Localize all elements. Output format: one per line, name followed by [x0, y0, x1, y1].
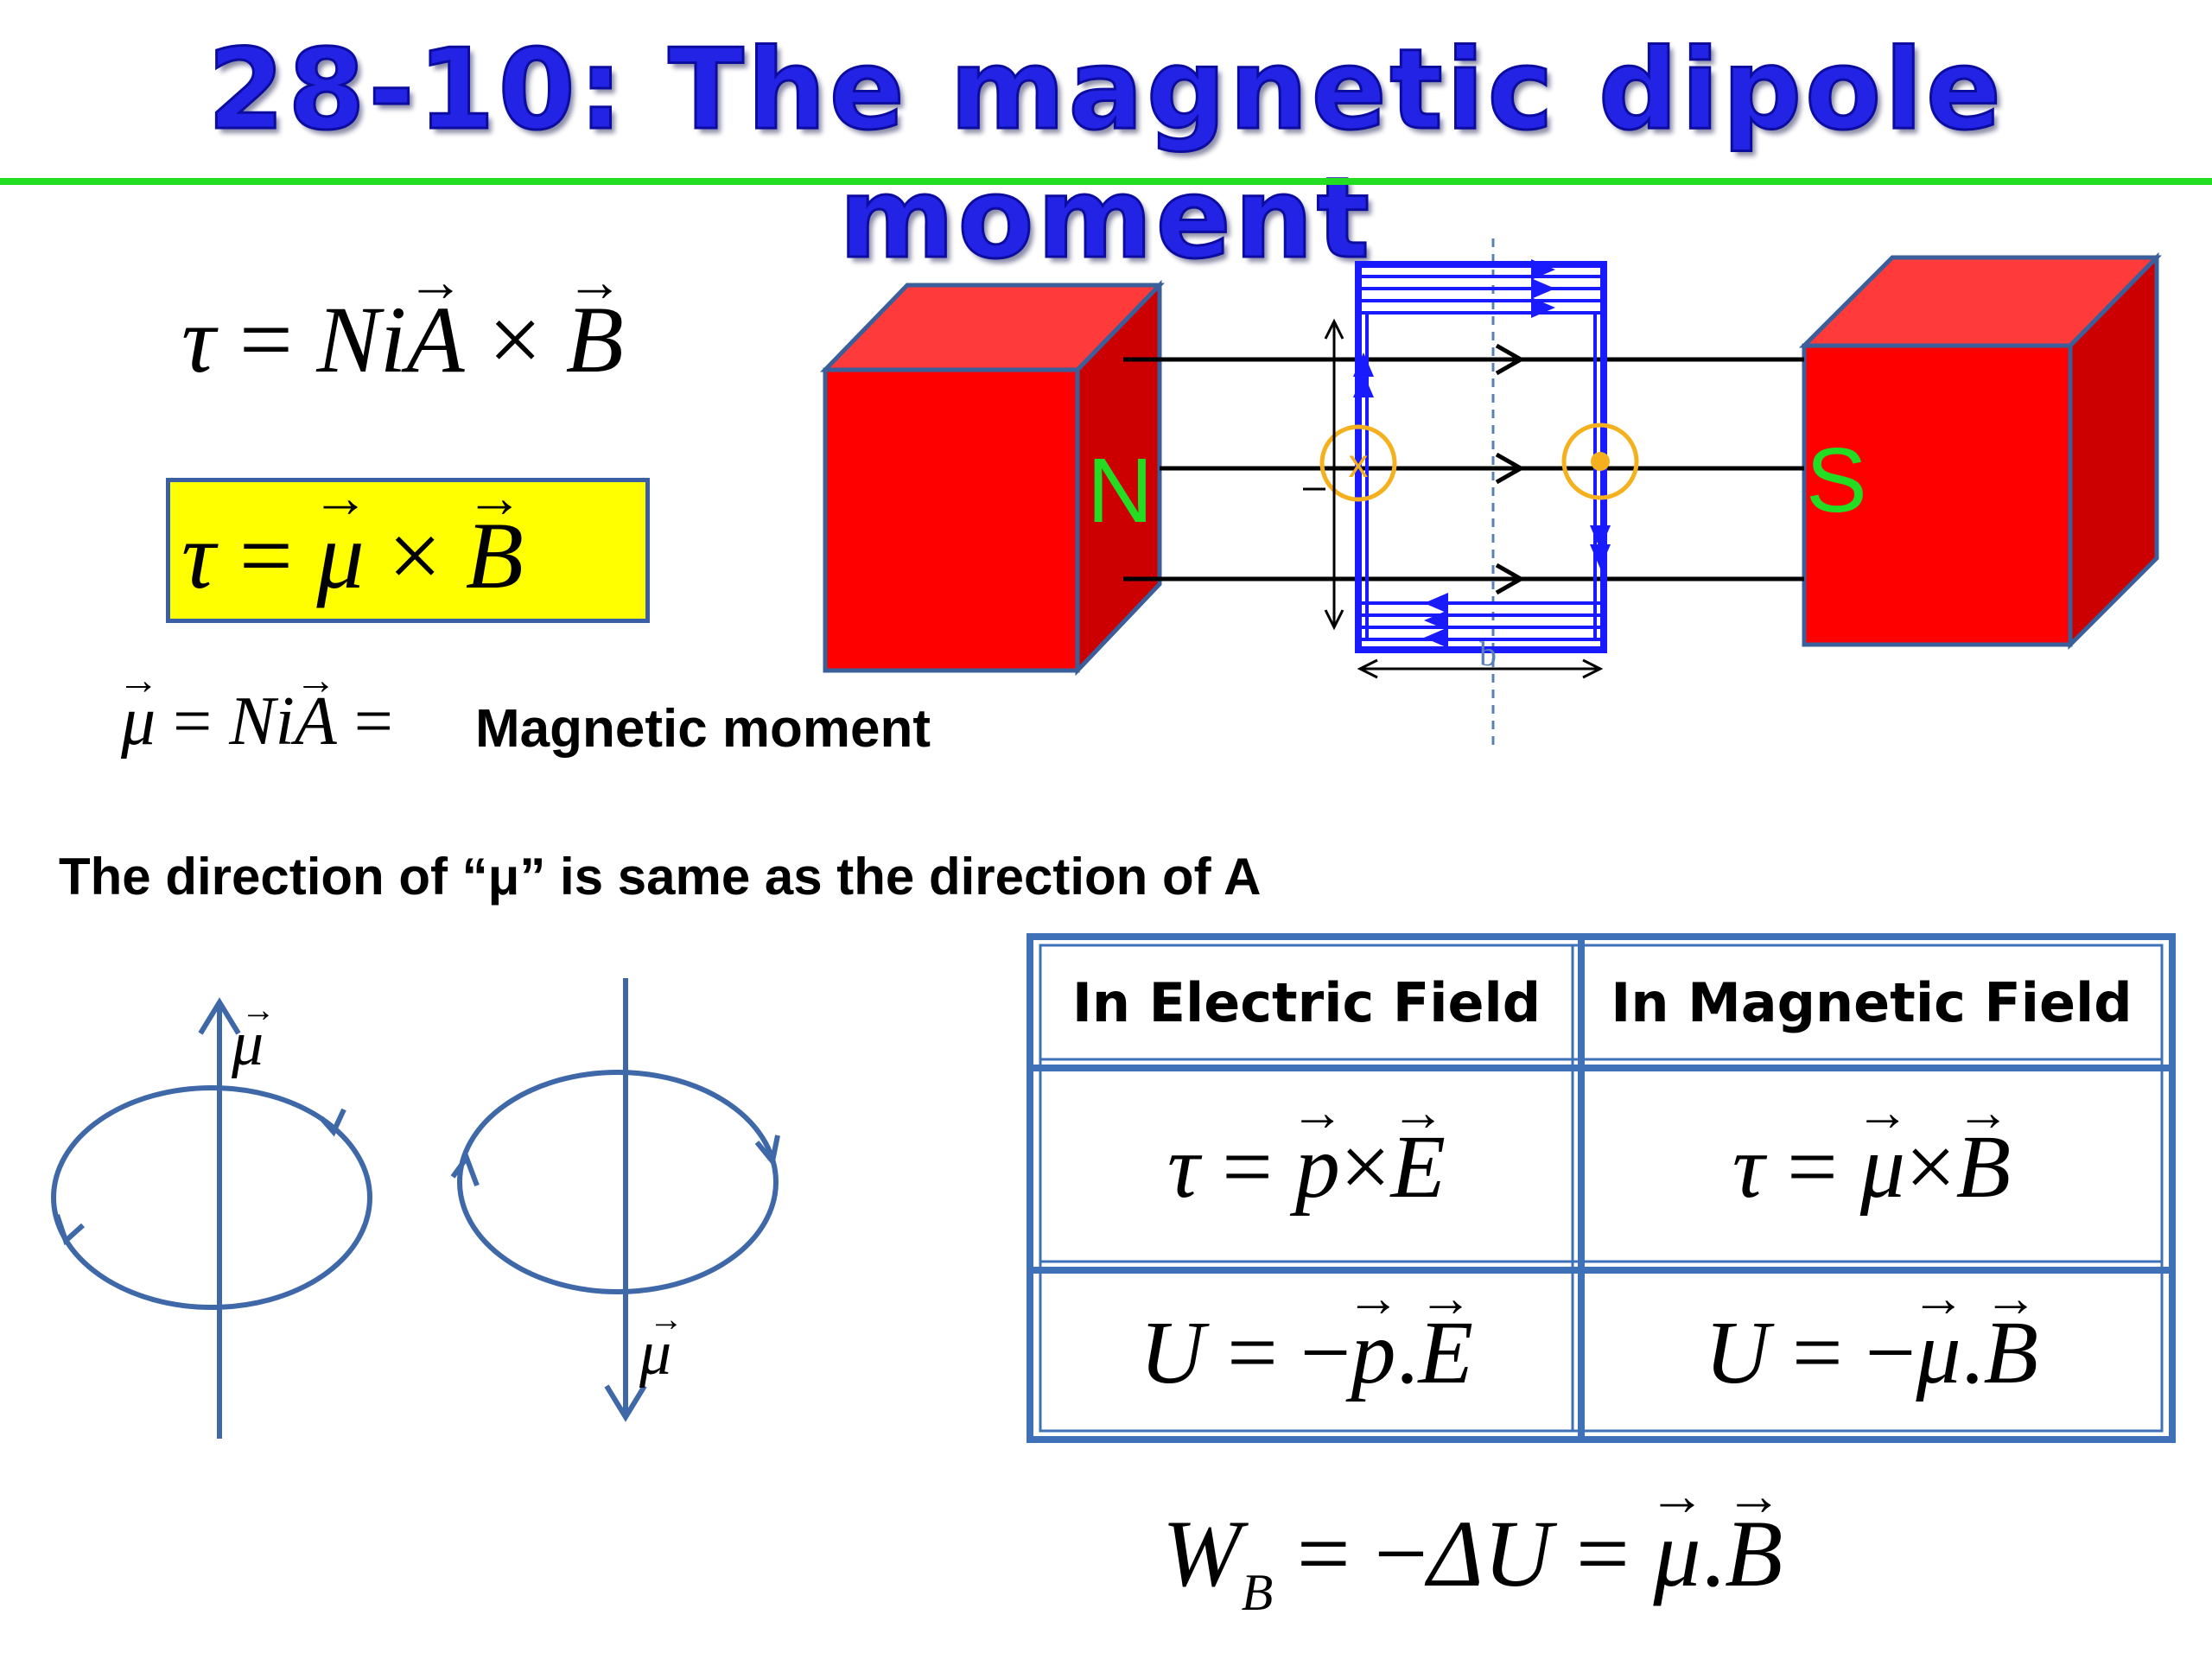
moment-label: Magnetic moment: [475, 699, 931, 759]
direction-note: The direction of “μ” is same as the dire…: [59, 848, 1262, 906]
vector-e: E: [1418, 1301, 1473, 1404]
table-header-magnetic: In Magnetic Field: [1611, 970, 2133, 1034]
electric-torque-equation: τ = p×E: [1167, 1116, 1446, 1218]
torque-mu-equation: τ = μ × B: [181, 501, 524, 611]
table-cell-magnetic-torque: τ = μ×B: [1581, 1071, 2162, 1262]
current-out-of-page-marker: [1561, 423, 1639, 500]
electric-energy-equation: U = −p.E: [1140, 1301, 1473, 1404]
torque-equation: τ = NiA × B: [181, 285, 624, 395]
table-cell-electric-torque: τ = p×E: [1040, 1071, 1573, 1262]
eq-symbol: ×: [1904, 1116, 1956, 1217]
vector-p: p: [1351, 1301, 1395, 1404]
south-magnet: [1798, 251, 2162, 651]
width-dimension: [1357, 658, 1604, 679]
moment-definition: μ = NiA =: [121, 683, 393, 761]
vector-b: B: [1984, 1301, 2039, 1404]
eq-symbol: ×: [1339, 1116, 1391, 1217]
height-dimension: [1303, 318, 1344, 631]
current-arrows: [1353, 259, 1611, 648]
magnetic-torque-equation: τ = μ×B: [1732, 1116, 2011, 1218]
vector-mu: μ: [1653, 1499, 1700, 1609]
eq-symbol: U: [1140, 1302, 1205, 1402]
eq-symbol: =: [238, 287, 293, 392]
vector-mu: μ: [1860, 1116, 1905, 1218]
eq-symbol: =: [353, 683, 393, 760]
eq-symbol: Ni: [229, 683, 295, 760]
highlight-box: [166, 478, 650, 623]
eq-symbol: τ: [1732, 1116, 1765, 1217]
vector-b: B: [1725, 1499, 1783, 1609]
width-label: b: [1479, 634, 1497, 673]
mu-down-label: μ: [639, 1318, 671, 1389]
vector-e: E: [1391, 1116, 1446, 1218]
north-magnet: [820, 279, 1165, 677]
vector-mu: μ: [1916, 1301, 1961, 1404]
eq-symbol: =: [1787, 1116, 1838, 1217]
magnetic-energy-equation: U = −μ.B: [1705, 1301, 2038, 1404]
slide-title: 28-10: The magnetic dipole moment: [207, 25, 2005, 285]
field-lines: [1123, 343, 1804, 595]
eq-symbol: = −: [1296, 1501, 1428, 1606]
table-cell-electric-energy: U = −p.E: [1040, 1274, 1573, 1431]
eq-symbol: U: [1704, 1302, 1770, 1402]
vector-b: B: [466, 501, 524, 611]
table-cell-magnetic-energy: U = −μ.B: [1581, 1274, 2162, 1431]
eq-symbol: τ: [1166, 1116, 1200, 1217]
eq-symbol: ×: [488, 287, 543, 392]
north-label: N: [1087, 440, 1154, 542]
eq-subscript: B: [1241, 1564, 1274, 1621]
eq-symbol: τ: [181, 287, 216, 392]
table-header-electric: In Electric Field: [1071, 970, 1541, 1034]
eq-symbol: = −: [1227, 1302, 1351, 1402]
vector-p: p: [1295, 1116, 1340, 1218]
vector-b: B: [1956, 1116, 2012, 1218]
eq-symbol: =: [238, 503, 293, 608]
vector-arrow-icon: →: [241, 990, 276, 1029]
south-label: S: [1806, 429, 1867, 531]
eq-symbol: τ: [181, 503, 216, 608]
vector-a: A: [406, 285, 464, 395]
vector-mu: μ: [316, 501, 364, 611]
vector-b: B: [566, 285, 624, 395]
loop-mu-down: [450, 978, 780, 1422]
magnet-coil-diagram: x b N S: [820, 238, 2162, 748]
loop-mu-up: [51, 997, 372, 1439]
eq-symbol: =: [1222, 1116, 1273, 1217]
eq-symbol: =: [173, 683, 213, 760]
eq-symbol: =: [1575, 1501, 1630, 1606]
eq-symbol: ΔU: [1427, 1501, 1553, 1606]
eq-symbol: Ni: [316, 287, 407, 392]
vector-arrow-icon: →: [649, 1300, 683, 1338]
current-in-symbol: x: [1349, 441, 1369, 486]
current-loops-diagram: μ → μ →: [51, 978, 780, 1439]
eq-symbol: W: [1162, 1501, 1242, 1606]
vector-a: A: [295, 683, 337, 761]
eq-symbol: = −: [1792, 1302, 1916, 1402]
eq-symbol: ×: [388, 503, 442, 608]
vector-mu: μ: [121, 683, 156, 761]
work-equation: WB = −ΔU = μ.B: [1162, 1499, 1783, 1621]
title-divider: [0, 178, 2212, 185]
mu-up-label: μ: [231, 1008, 264, 1079]
comparison-table-grid: [1027, 933, 2176, 1443]
current-into-page-marker: x: [1319, 424, 1397, 502]
